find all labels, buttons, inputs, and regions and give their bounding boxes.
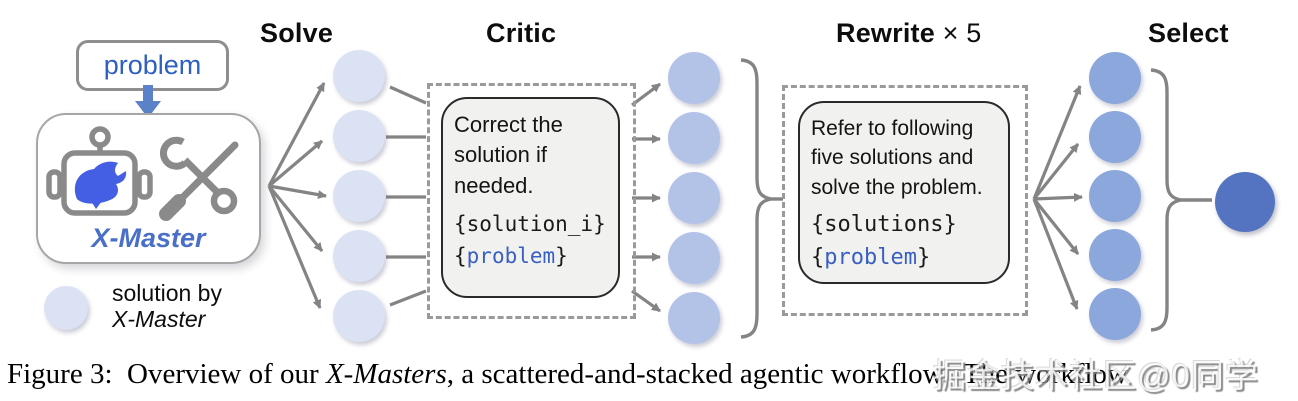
solve-solution-circle: [333, 50, 385, 102]
critic-solution-circle: [668, 232, 720, 284]
rewrite-solution-circle: [1089, 229, 1141, 281]
rewrite-label: Rewrite: [836, 18, 935, 48]
brace-open: {: [811, 245, 825, 271]
critic-solution-circle: [668, 292, 720, 344]
critic-prompt-box: Correct the solution if needed. {solutio…: [441, 97, 620, 298]
solve-fan-arrows: [267, 82, 327, 309]
critic-solution-circle: [668, 52, 720, 104]
caption-suffix: , a scattered-and-stacked agentic workfl…: [446, 358, 1128, 390]
watermark: 掘金技术社区@0同学: [933, 357, 1259, 394]
figure-caption: Figure 3: Overview of our X-Masters, a s…: [7, 358, 1128, 391]
problem-var-name: problem: [824, 245, 917, 271]
critic-instruction: Correct the solution if needed.: [454, 112, 563, 198]
problem-box: problem: [76, 40, 229, 91]
solve-solutions-column: [333, 50, 385, 350]
critic-solutions-column: [668, 52, 720, 352]
deepseek-whale-icon: [74, 161, 127, 209]
rewrite-solution-circle: [1089, 52, 1141, 104]
critic-label: Critic: [486, 18, 557, 48]
solve-to-critic-lines: [386, 85, 427, 307]
critic-solution-circle: [668, 172, 720, 224]
agent-illustration: [46, 126, 239, 221]
legend-text: solution by X-Master: [112, 280, 222, 333]
brace-close: }: [916, 245, 931, 271]
rewrite-solutions-column: [1089, 52, 1141, 347]
select-label: Select: [1148, 18, 1229, 48]
caption-emphasis: X-Masters: [325, 358, 447, 390]
stage-label-select: Select: [1148, 18, 1229, 49]
rewrite-solution-circle: [1089, 111, 1141, 163]
critic-prompt-variables: {solution_i} {problem}: [454, 209, 607, 272]
x-master-agent-card: X-Master: [36, 113, 261, 264]
rewrite-instruction: Refer to following five solutions and so…: [811, 117, 983, 199]
down-arrow-icon: [135, 85, 161, 118]
rewrite-solution-circle: [1089, 288, 1141, 340]
problem-var-name: problem: [466, 243, 556, 268]
stage-label-rewrite: Rewrite × 5: [836, 18, 982, 49]
solve-solution-circle: [333, 170, 385, 222]
critic-solution-circle: [668, 112, 720, 164]
brace-close: }: [555, 243, 568, 268]
stage-label-critic: Critic: [486, 18, 556, 49]
rewrite-multiplier: × 5: [934, 18, 982, 48]
legend-line2: X-Master: [112, 305, 206, 332]
legend-solution-circle: [44, 286, 88, 330]
gather-brace-2: [1150, 68, 1212, 332]
selected-solution-circle: [1215, 172, 1275, 232]
critic-fan-arrows: [631, 82, 661, 313]
caption-prefix: Figure 3: Overview of our: [7, 358, 326, 390]
brace-open: {: [454, 243, 467, 268]
solution-i-variable: {solution_i}: [454, 212, 606, 237]
critic-stage-box: Correct the solution if needed. {solutio…: [427, 83, 636, 319]
rewrite-prompt-variables: {solutions} {problem}: [811, 208, 997, 274]
rewrite-stage-box: Refer to following five solutions and so…: [782, 85, 1028, 316]
problem-label: problem: [103, 50, 202, 80]
tools-icon: [159, 136, 239, 221]
problem-variable: {problem}: [454, 241, 607, 273]
legend-line1: solution by: [112, 280, 222, 306]
rewrite-fan-arrows: [1032, 85, 1083, 310]
solve-label: Solve: [260, 18, 334, 48]
stage-label-solve: Solve: [260, 18, 333, 49]
solve-solution-circle: [333, 110, 385, 162]
problem-variable: {problem}: [811, 241, 997, 274]
rewrite-prompt-box: Refer to following five solutions and so…: [798, 101, 1010, 284]
solve-solution-circle: [333, 230, 385, 282]
x-master-name: X-Master: [91, 223, 206, 253]
solve-solution-circle: [333, 290, 385, 342]
gather-brace-1: [740, 58, 783, 339]
solutions-variable: {solutions}: [811, 212, 957, 238]
rewrite-solution-circle: [1089, 170, 1141, 222]
